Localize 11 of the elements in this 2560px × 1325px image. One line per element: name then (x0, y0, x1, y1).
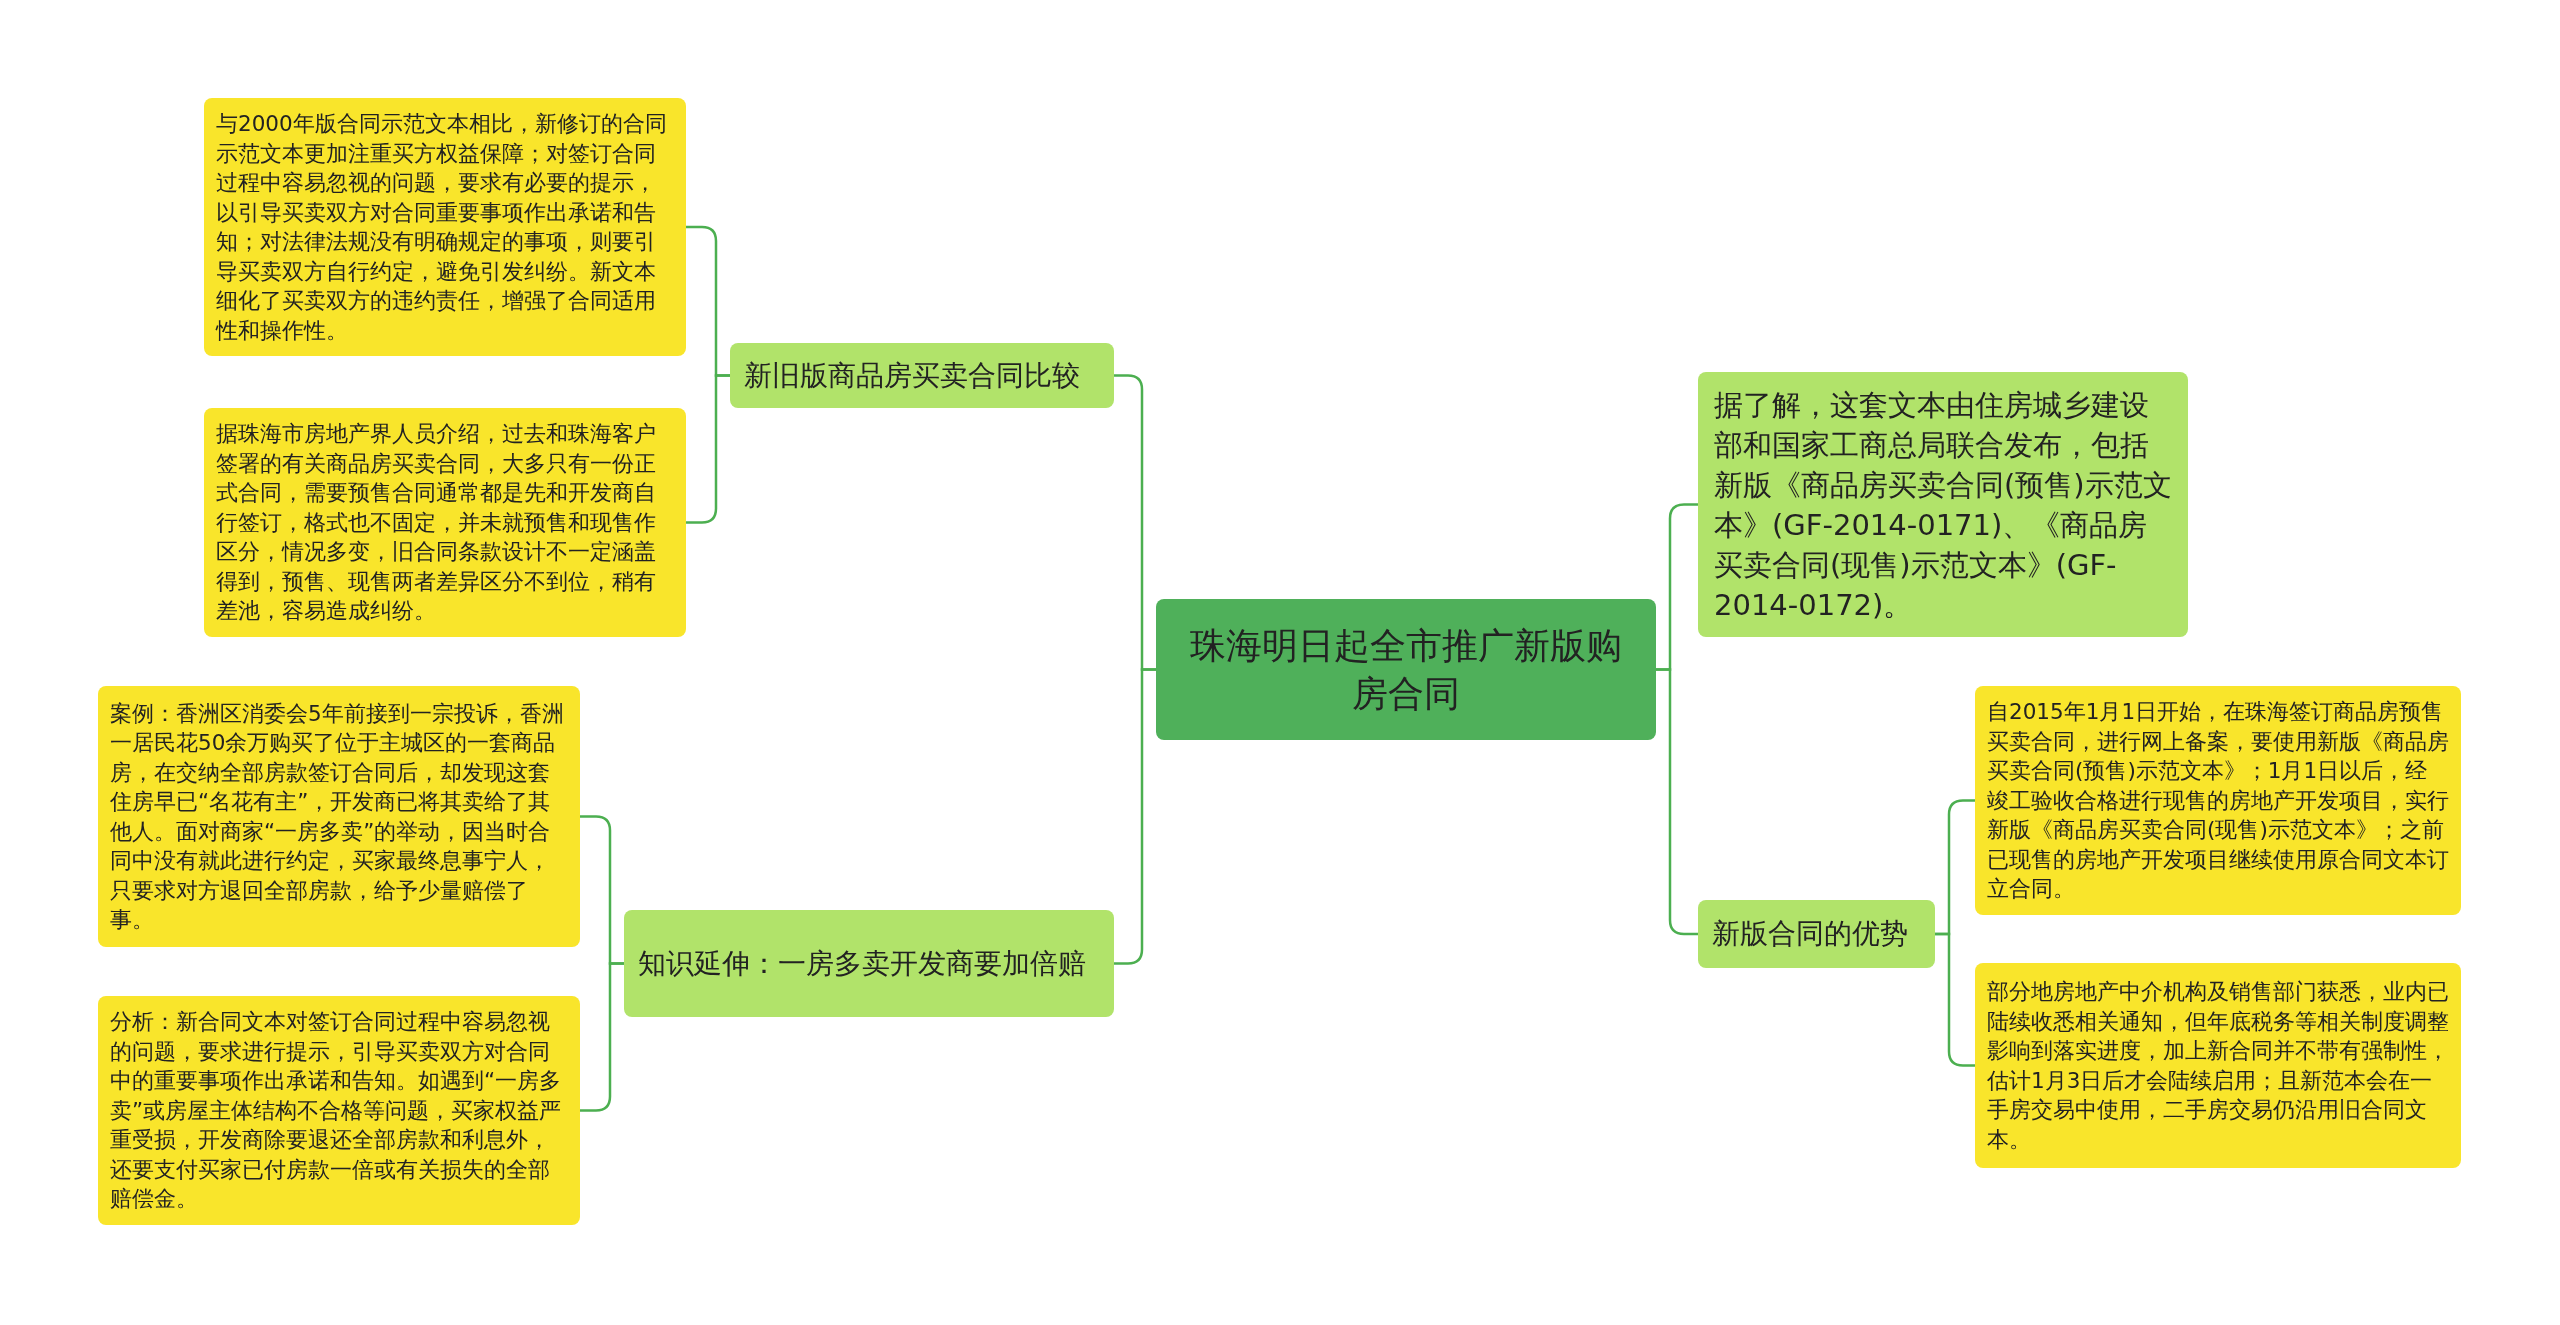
subtopic-box: 知识延伸：一房多卖开发商要加倍赔 (624, 910, 1114, 1017)
note-box: 据珠海市房地产界人员介绍，过去和珠海客户签署的有关商品房买卖合同，大多只有一份正式合同，需要预售合同通常都是先和开发商自行签订，格式也不固定，并未就预售和现售作区分，情况多变，旧合同条款设计不一定涵盖得到，预售、现售两者差异区分不到位，稍有差池，容易造成纠纷。 (204, 408, 686, 637)
subtopic-box: 新旧版商品房买卖合同比较 (730, 343, 1114, 408)
note-box: 自2015年1月1日开始，在珠海签订商品房预售买卖合同，进行网上备案，要使用新版《商品房买卖合同(预售)示范文本》；1月1日以后，经竣工验收合格进行现售的房地产开发项目，实行新版《商品房买卖合同(现售)示范文本》；之前已现售的房地产开发项目继续使用原合同文本订立合同。 (1975, 686, 2461, 915)
topic-box: 珠海明日起全市推广新版购房合同 (1156, 599, 1656, 740)
note-box: 案例：香洲区消委会5年前接到一宗投诉，香洲一居民花50余万购买了位于主城区的一套商品房，在交纳全部房款签订合同后，却发现这套住房早已“名花有主”，开发商已将其卖给了其他人。面对商家“一房多卖”的举动，因当时合同中没有就此进行约定，买家最终息事宁人，只要求对方退回全部房款，给予少量赔偿了事。 (98, 686, 580, 947)
note-box: 部分地房地产中介机构及销售部门获悉，业内已陆续收悉相关通知，但年底税务等相关制度调整影响到落实进度，加上新合同并不带有强制性，估计1月3日后才会陆续启用；且新范本会在一手房交易中使用，二手房交易仍沿用旧合同文本。 (1975, 963, 2461, 1168)
note-box: 与2000年版合同示范文本相比，新修订的合同示范文本更加注重买方权益保障；对签订合同过程中容易忽视的问题，要求有必要的提示，以引导买卖双方对合同重要事项作出承诺和告知；对法律法规没有明确规定的事项，则要引导买卖双方自行约定，避免引发纠纷。新文本细化了买卖双方的违约责任，增强了合同适用性和操作性。 (204, 98, 686, 356)
note-box: 分析：新合同文本对签订合同过程中容易忽视的问题，要求进行提示，引导买卖双方对合同中的重要事项作出承诺和告知。如遇到“一房多卖”或房屋主体结构不合格等问题，买家权益严重受损，开发商除要退还全部房款和利息外，还要支付买家已付房款一倍或有关损失的全部赔偿金。 (98, 996, 580, 1225)
subtopic-box: 新版合同的优势 (1698, 900, 1935, 968)
subtopic-box: 据了解，这套文本由住房城乡建设部和国家工商总局联合发布，包括新版《商品房买卖合同(预售)示范文本》(GF-2014-0171)、《商品房买卖合同(现售)示范文本》(GF-2014-0172)。 (1698, 372, 2188, 637)
